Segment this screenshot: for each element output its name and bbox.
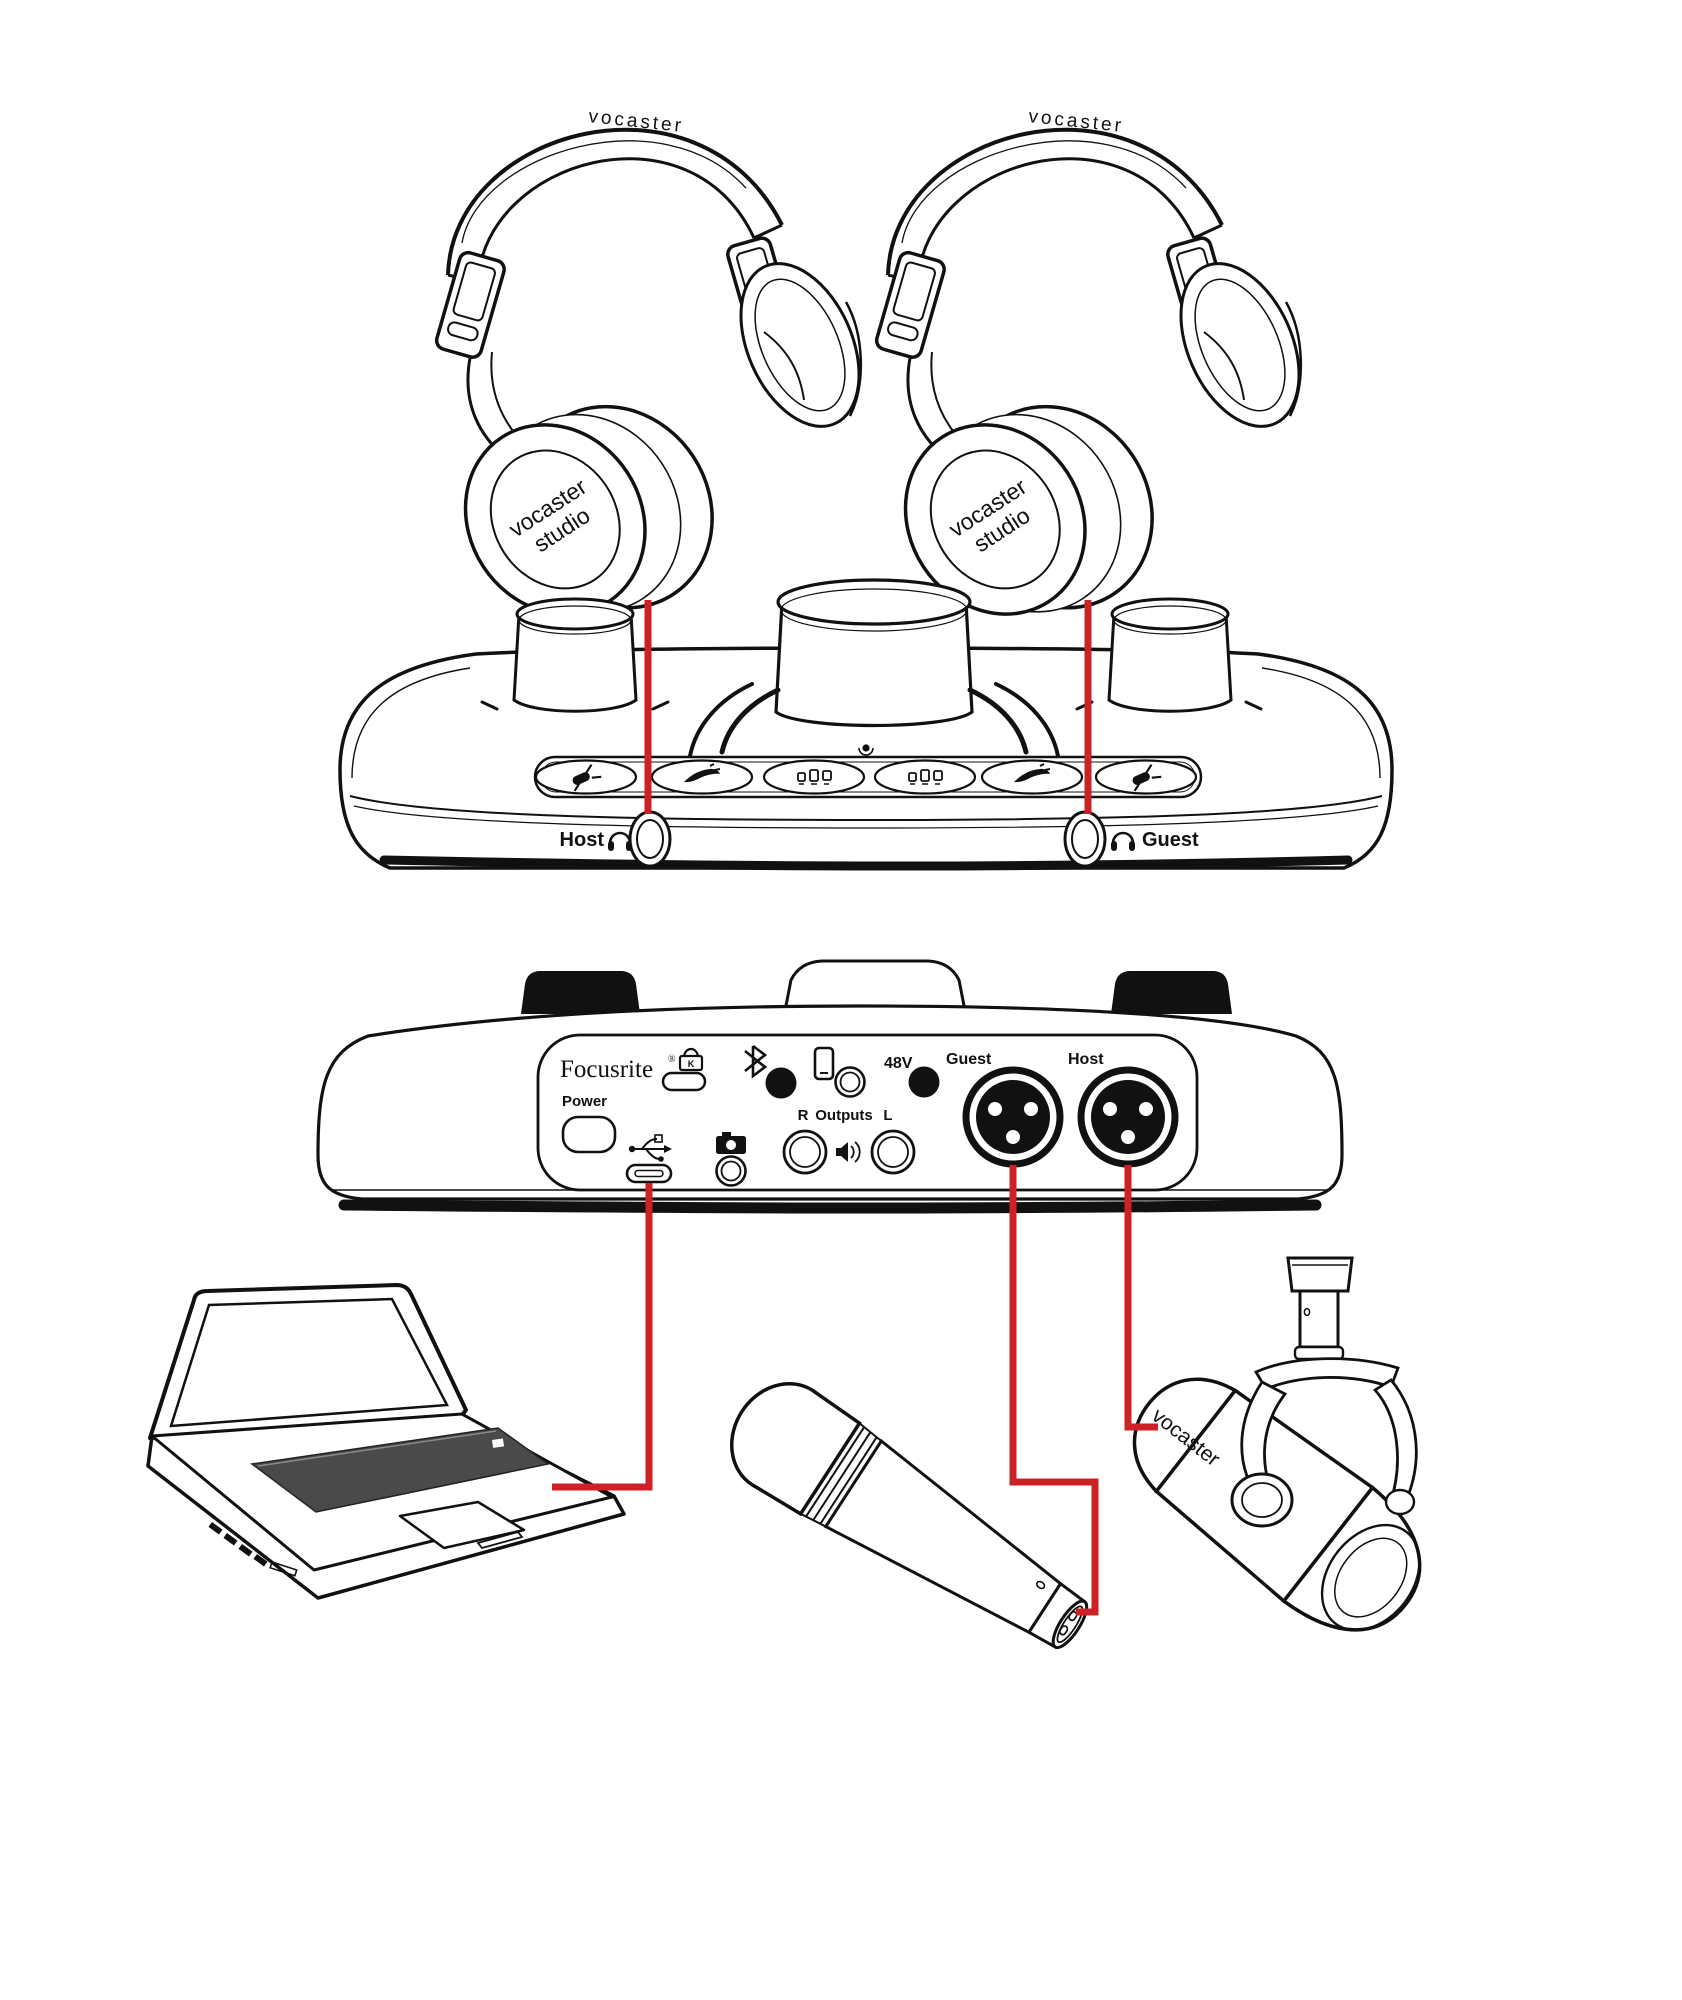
host-auto-gain-button: [762, 759, 866, 795]
mic-mute-icon: [1132, 764, 1162, 792]
host-enhance-button: [650, 759, 754, 795]
auto-gain-icon: [797, 769, 832, 785]
cable-guest-xlr-to-handheld-mic: [1009, 1165, 1099, 1616]
guest-gain-knob: [1107, 597, 1233, 713]
side-ports: [208, 1522, 298, 1577]
bluetooth-icon: [744, 1044, 768, 1079]
host-gain-knob: [521, 971, 640, 1014]
outputs-label: Outputs: [815, 1107, 873, 1124]
power-button: [561, 1115, 617, 1154]
phantom-power-label: 48V: [884, 1055, 913, 1072]
kensington-lock-slot: [661, 1071, 707, 1092]
vocaster-rear-view: Focusrite ® K 48V Power: [316, 959, 1344, 1214]
phone-icon: [813, 1046, 835, 1081]
output-jack-right: [782, 1129, 828, 1175]
guest-input-label: Guest: [946, 1051, 992, 1068]
outputs-left-label: L: [883, 1107, 892, 1124]
cable-host-xlr-to-dynamic-mic: [1124, 1165, 1158, 1431]
svg-text:K: K: [688, 1059, 695, 1069]
kensington-lock-icon: K: [678, 1047, 704, 1072]
guest-auto-gain-button: [873, 759, 977, 795]
bluetooth-pair-button: [765, 1067, 797, 1099]
laptop: [146, 1283, 626, 1600]
auto-gain-icon: [908, 769, 943, 785]
headphones-icon: [1111, 831, 1135, 851]
cable-usb-to-laptop: [552, 1183, 653, 1491]
phone-input-jack: [834, 1066, 866, 1098]
rear-brand-mark: ®: [668, 1054, 676, 1065]
guest-xlr-input: [962, 1066, 1064, 1168]
host-mute-button: [534, 759, 638, 795]
usb-c-port: [625, 1163, 673, 1184]
host-input-label: Host: [1068, 1051, 1104, 1068]
stand-adapter: [1286, 1256, 1354, 1361]
trackpad: [398, 1500, 526, 1550]
rear-brand: Focusrite: [560, 1056, 653, 1083]
guest-mute-button: [1094, 759, 1198, 795]
phantom-power-button: [908, 1066, 940, 1098]
guest-enhance-button: [980, 759, 1084, 795]
outputs-right-label: R: [798, 1107, 809, 1124]
monitor-volume-knob: [774, 578, 974, 728]
handheld-microphone: [730, 1381, 1089, 1650]
power-label: Power: [562, 1093, 607, 1110]
yoke-thumbwheel: [1230, 1472, 1294, 1528]
guest-gain-knob: [1111, 971, 1232, 1014]
enhance-icon: [1014, 763, 1051, 783]
speaker-icon: [836, 1141, 861, 1163]
monitor-volume-knob: [782, 959, 968, 1018]
host-gain-knob: [512, 597, 638, 713]
front-host-label: Host: [560, 829, 605, 851]
front-guest-label: Guest: [1142, 829, 1199, 851]
enhance-icon: [684, 763, 721, 783]
front-host-headphone-jack: [628, 810, 672, 868]
keyboard: [250, 1427, 550, 1513]
front-guest-headphone-jack: [1063, 810, 1107, 868]
mic-mute-icon: [572, 764, 602, 792]
host-xlr-input: [1077, 1066, 1179, 1168]
camera-icon: [716, 1132, 746, 1154]
camera-output-jack: [715, 1155, 747, 1187]
dynamic-microphone: vocaster: [1132, 1256, 1422, 1632]
output-jack-left: [870, 1129, 916, 1175]
vocaster-front-view: Host Guest: [338, 578, 1394, 871]
usb-icon: [628, 1134, 672, 1162]
